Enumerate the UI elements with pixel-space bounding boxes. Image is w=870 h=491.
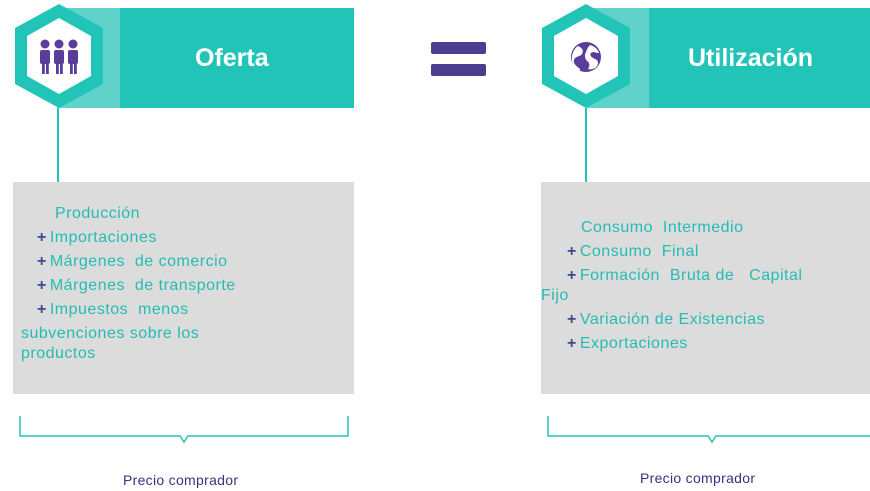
oferta-connector [57,108,59,182]
item-text: Consumo Final [579,243,699,260]
plus-icon: + [37,277,47,294]
oferta-items: Producción +Importaciones +Márgenes de c… [21,202,236,366]
item-text: Impuestos menos [49,301,189,318]
utilizacion-title: Utilización [688,43,814,72]
list-item: subvenciones sobre los [21,322,236,346]
globe-icon [571,42,601,72]
item-text: Variación de Existencias [579,311,765,328]
list-item: +Formación Bruta de Capital [567,264,802,288]
plus-icon: + [567,335,577,352]
oferta-brace [19,416,349,444]
oferta-hexagon [15,4,103,108]
plus-icon: + [37,229,47,246]
people-icon [40,39,78,74]
item-text: Márgenes de transporte [49,277,236,294]
utilizacion-brace [547,416,870,444]
list-item: Producción [37,202,236,226]
item-text: subvenciones sobre los [21,325,200,342]
plus-icon: + [37,301,47,318]
list-item: +Impuestos menos [37,298,236,322]
item-text: productos [21,345,96,362]
plus-icon: + [567,243,577,260]
item-text: Importaciones [49,229,157,246]
oferta-card: Producción +Importaciones +Márgenes de c… [13,182,354,394]
plus-icon: + [37,253,47,270]
item-text: Fijo [541,287,569,304]
oferta-price-label: Precio comprador [123,472,239,488]
item-text: Márgenes de comercio [49,253,228,270]
plus-icon: + [567,267,577,284]
item-text: Exportaciones [579,335,688,352]
utilizacion-hexagon [542,4,630,108]
list-item: +Consumo Final [567,240,802,264]
item-text: Formación Bruta de Capital [579,267,803,284]
list-item: Consumo Intermedio [567,216,802,240]
oferta-title: Oferta [195,43,269,72]
list-item: Fijo [541,284,802,308]
list-item: +Márgenes de comercio [37,250,236,274]
utilizacion-card: Consumo Intermedio +Consumo Final +Forma… [541,182,870,394]
utilizacion-connector [585,108,587,182]
list-item: +Variación de Existencias [567,308,802,332]
list-item: +Exportaciones [567,332,802,356]
list-item: productos [21,342,236,366]
utilizacion-price-label: Precio comprador [640,470,756,486]
item-text: Producción [55,205,141,222]
utilizacion-items: Consumo Intermedio +Consumo Final +Forma… [541,216,802,356]
plus-icon: + [567,311,577,328]
list-item: +Importaciones [37,226,236,250]
list-item: +Márgenes de transporte [37,274,236,298]
item-text: Consumo Intermedio [581,219,744,236]
